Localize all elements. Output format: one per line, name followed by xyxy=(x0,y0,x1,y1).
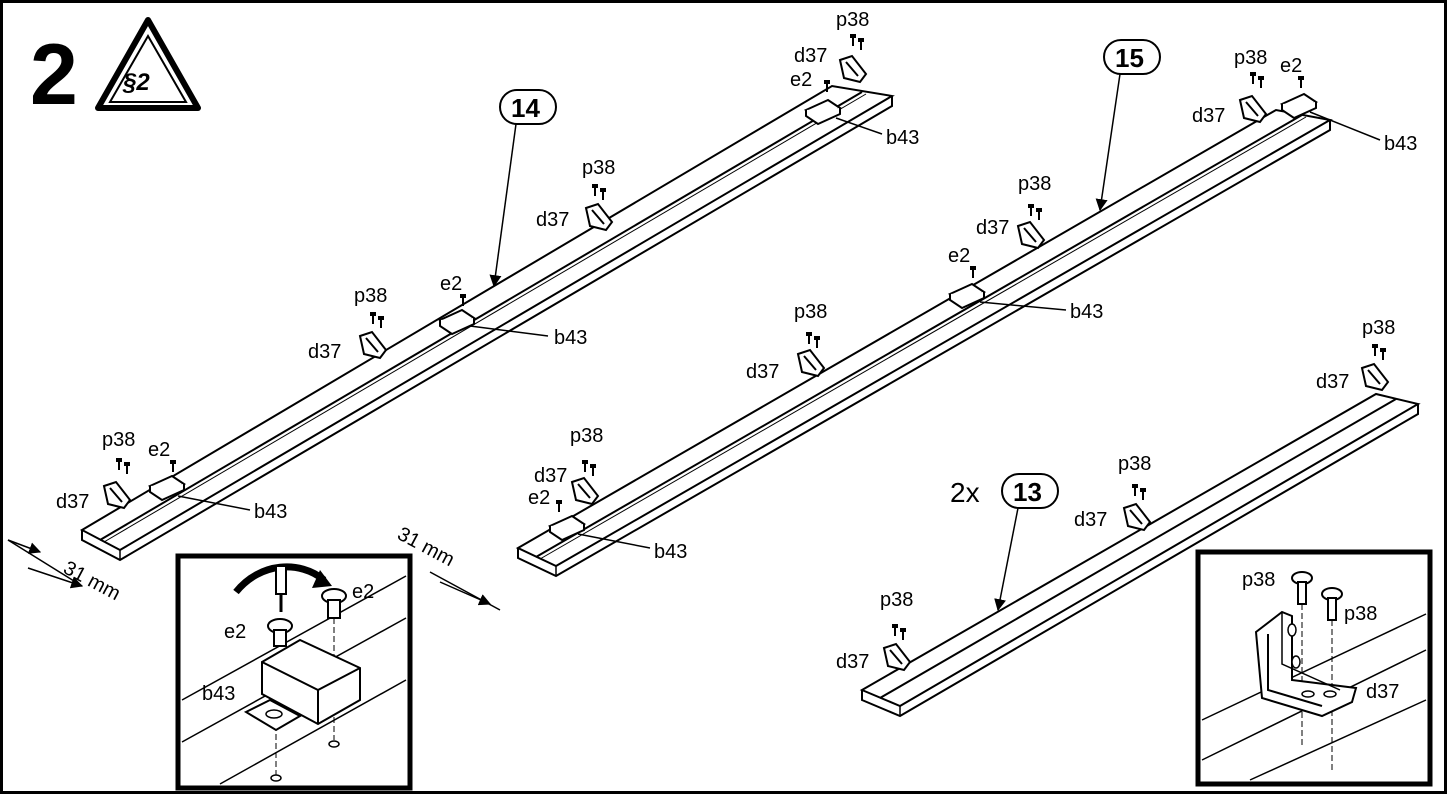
b43-hinge xyxy=(1279,92,1319,120)
label-d37: d37 xyxy=(976,217,1009,239)
label-d37: d37 xyxy=(56,491,89,513)
warning-badge-text: §2 xyxy=(122,69,150,96)
label-p38: p38 xyxy=(1234,47,1267,69)
callout-13: 2x 13 xyxy=(950,473,1059,612)
detail-label-d37: d37 xyxy=(1366,681,1399,703)
d37-bracket xyxy=(358,330,388,360)
label-e2: e2 xyxy=(790,69,812,91)
d37-brackets xyxy=(102,54,1390,672)
label-d37: d37 xyxy=(746,361,779,383)
dimension-left xyxy=(7,539,84,589)
label-p38: p38 xyxy=(1362,317,1395,339)
detail-label-e2: e2 xyxy=(224,621,246,643)
d37-bracket xyxy=(102,480,132,510)
label-p38: p38 xyxy=(102,429,135,451)
label-b43: b43 xyxy=(886,127,919,149)
label-e2: e2 xyxy=(528,487,550,509)
screw-icons xyxy=(116,34,1386,640)
board-13 xyxy=(859,392,1421,718)
label-d37: d37 xyxy=(1074,509,1107,531)
d37-bracket xyxy=(882,642,912,672)
detail-label-p38: p38 xyxy=(1344,603,1377,625)
label-d37: d37 xyxy=(836,651,869,673)
label-d37: d37 xyxy=(1316,371,1349,393)
label-p38: p38 xyxy=(794,301,827,323)
b43-hinge xyxy=(947,282,987,310)
screwdriver-icon xyxy=(275,565,287,595)
label-e2: e2 xyxy=(948,245,970,267)
d37-bracket xyxy=(1016,220,1046,250)
label-b43: b43 xyxy=(1384,133,1417,155)
detail-label-b43: b43 xyxy=(202,683,235,705)
b43-leaders xyxy=(177,111,1381,549)
b43-hinge xyxy=(437,308,477,336)
label-e2: e2 xyxy=(1280,55,1302,77)
detail-label-e2: e2 xyxy=(352,581,374,603)
detail-label-p38: p38 xyxy=(1242,569,1275,591)
label-p38: p38 xyxy=(1018,173,1051,195)
step-number: 2 xyxy=(30,27,78,123)
callout-15: 15 xyxy=(1095,39,1161,212)
label-b43: b43 xyxy=(654,541,687,563)
label-d37: d37 xyxy=(534,465,567,487)
board-14-label: 14 xyxy=(511,93,540,123)
label-d37: d37 xyxy=(794,45,827,67)
label-e2: e2 xyxy=(440,273,462,295)
dimension-left-value: 31 mm xyxy=(60,557,124,605)
warning-triangle-icon: §2 xyxy=(95,17,201,111)
label-p38: p38 xyxy=(836,9,869,31)
callout-14: 14 xyxy=(489,89,557,288)
b43-hinge xyxy=(803,98,843,126)
label-d37: d37 xyxy=(308,341,341,363)
d37-bracket xyxy=(796,348,826,378)
detail-inset-hinge: e2 e2 b43 xyxy=(175,553,413,791)
b43-hinge xyxy=(147,474,187,502)
b43-hinges xyxy=(147,92,1319,542)
dimension-middle xyxy=(429,571,501,611)
label-b43: b43 xyxy=(254,501,287,523)
label-d37: d37 xyxy=(1192,105,1225,127)
d37-bracket xyxy=(1122,502,1152,532)
label-e2: e2 xyxy=(148,439,170,461)
label-b43: b43 xyxy=(554,327,587,349)
board-14 xyxy=(79,84,895,562)
d37-bracket xyxy=(838,54,868,84)
label-p38: p38 xyxy=(570,425,603,447)
label-p38: p38 xyxy=(1118,453,1151,475)
board-13-label: 13 xyxy=(1013,477,1042,507)
board-15-label: 15 xyxy=(1115,43,1144,73)
d37-bracket xyxy=(1360,362,1390,392)
d37-bracket xyxy=(570,476,600,506)
label-p38: p38 xyxy=(354,285,387,307)
b43-hinge xyxy=(547,514,587,542)
label-p38: p38 xyxy=(582,157,615,179)
label-p38: p38 xyxy=(880,589,913,611)
d37-bracket xyxy=(584,202,614,232)
board-13-quantity: 2x xyxy=(950,477,980,508)
part-labels: p38 e2 d37 b43 p38 d37 e2 b43 p38 d37 p3… xyxy=(56,9,1417,673)
detail-inset-bracket: p38 p38 d37 xyxy=(1195,549,1433,787)
label-d37: d37 xyxy=(536,209,569,231)
label-b43: b43 xyxy=(1070,301,1103,323)
d37-bracket xyxy=(1238,94,1268,124)
